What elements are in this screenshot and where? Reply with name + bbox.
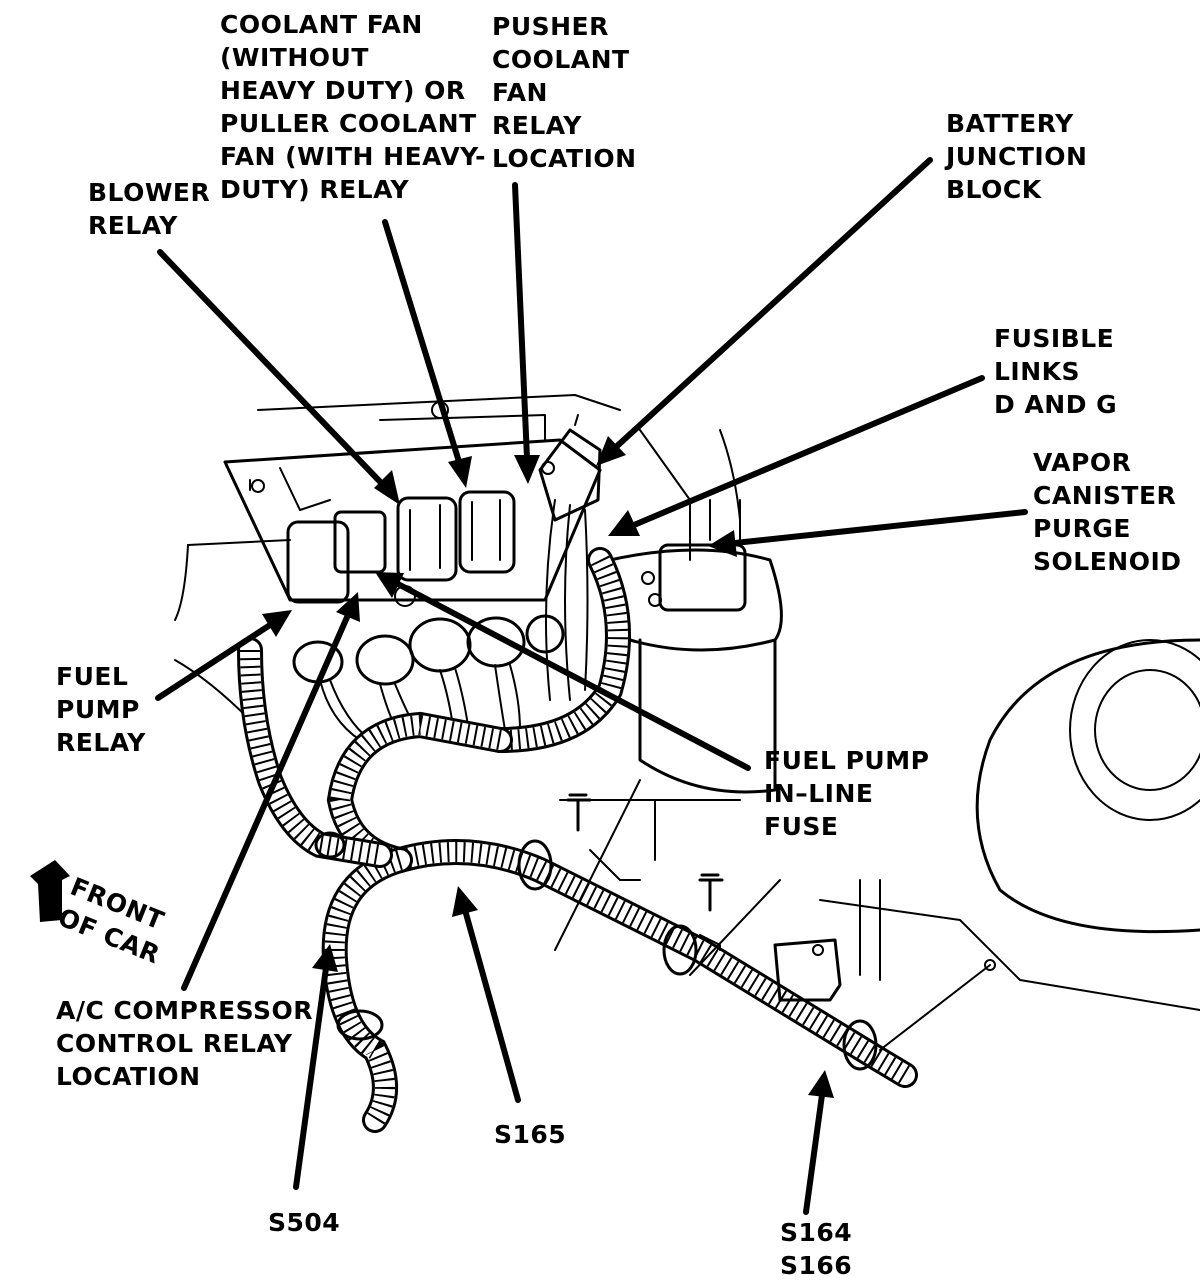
air-cleaner <box>819 638 1200 1011</box>
arrow-s165 <box>452 886 521 1103</box>
label-coolant-fan-relay: COOLANT FAN (WITHOUT HEAVY DUTY) OR PULL… <box>220 10 486 204</box>
relay-center <box>223 401 602 607</box>
label-s504: S504 <box>268 1208 341 1237</box>
arrow-vapor-solenoid <box>708 509 1028 557</box>
arrow-pusher-relay <box>512 182 540 484</box>
arrow-fuel-pump-relay <box>155 610 292 701</box>
label-fusible-links: FUSIBLE LINKS D AND G <box>994 324 1118 419</box>
label-pusher-relay: PUSHER COOLANT FAN RELAY LOCATION <box>492 12 637 173</box>
arrow-coolant-fan-relay <box>382 219 472 488</box>
relays <box>286 490 516 604</box>
label-s164-s166: S164 S166 <box>780 1218 853 1280</box>
clamps-and-bolts <box>314 779 996 1071</box>
arrow-fuel-pump-fuse <box>375 572 751 771</box>
arrow-blower-relay <box>157 249 400 505</box>
arrow-s164-s166 <box>803 1070 834 1215</box>
leader-arrows <box>155 157 1028 1215</box>
arrow-fusible-links <box>608 375 985 536</box>
label-fuel-pump-in-line-fuse: FUEL PUMP IN–LINE FUSE <box>764 746 930 841</box>
label-fuel-pump-relay: FUEL PUMP RELAY <box>56 662 146 757</box>
front-of-car-arrow-icon <box>30 860 70 922</box>
arrow-s504 <box>293 944 338 1190</box>
wire-harness <box>237 547 918 1133</box>
arrow-battery-block <box>596 157 933 466</box>
label-vapor-canister-purge-solenoid: VAPOR CANISTER PURGE SOLENOID <box>1033 448 1182 576</box>
label-s165: S165 <box>494 1120 567 1149</box>
label-ac-compressor-control-relay: A/C COMPRESSOR CONTROL RELAY LOCATION <box>56 996 314 1091</box>
vapor-canister <box>559 499 783 861</box>
connector-wires <box>319 499 589 741</box>
label-blower-relay: BLOWER RELAY <box>88 178 211 240</box>
label-battery-junction-block: BATTERY JUNCTION BLOCK <box>946 109 1088 204</box>
arrow-ac-relay <box>181 592 360 991</box>
